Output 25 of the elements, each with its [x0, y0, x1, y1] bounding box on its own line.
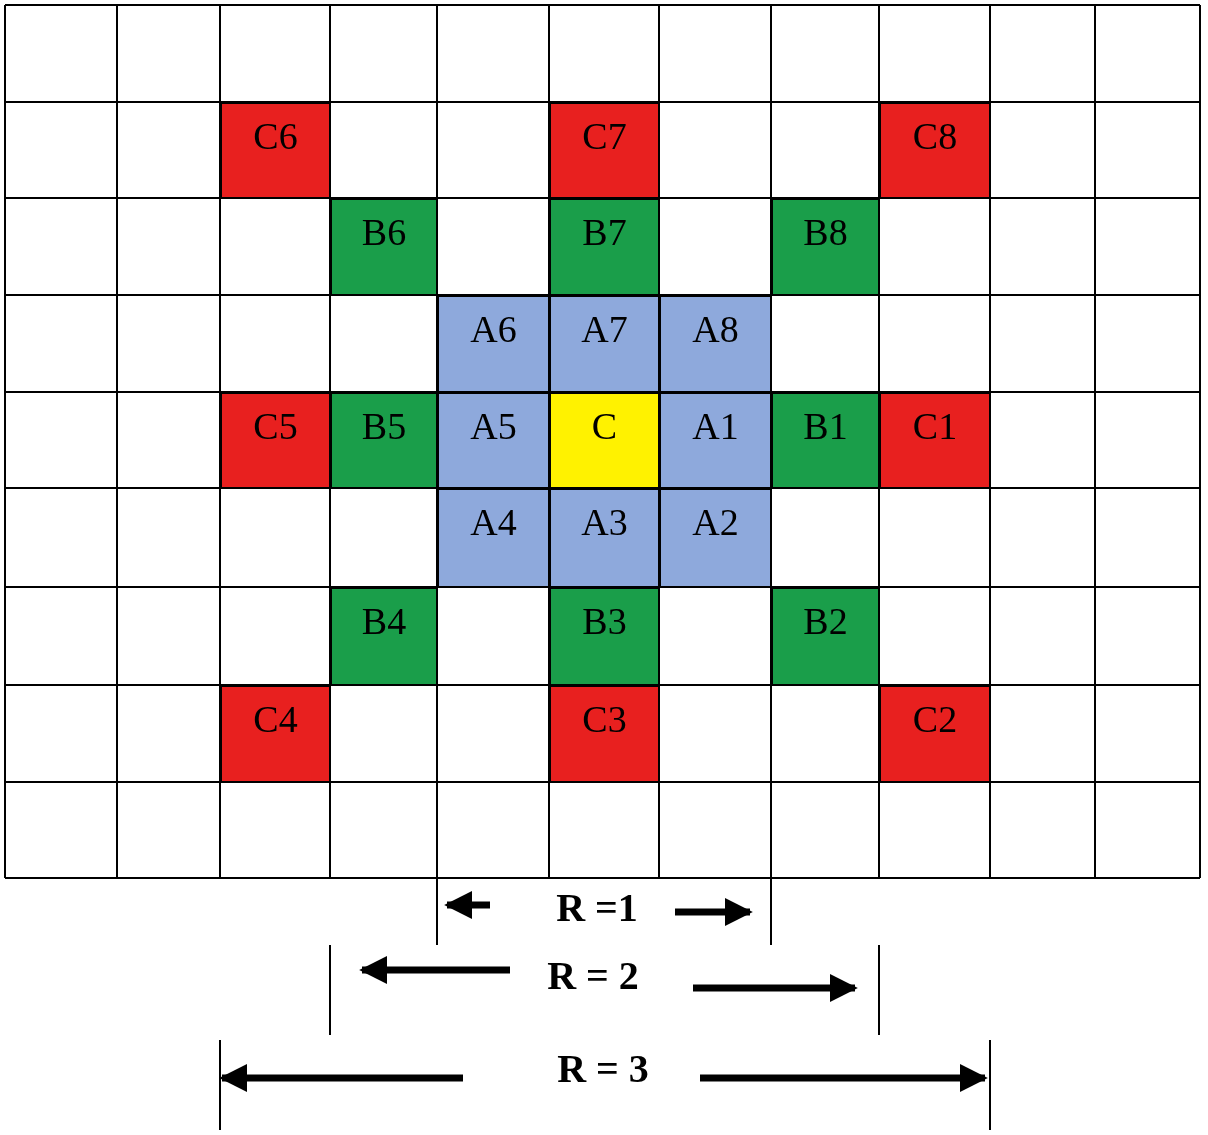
highlighted-cell: C: [549, 392, 660, 489]
highlighted-cell: A4: [437, 488, 550, 588]
highlighted-cell: C7: [549, 102, 660, 199]
highlighted-cell: C6: [220, 102, 331, 199]
highlighted-cell: A2: [659, 488, 772, 588]
highlighted-cell: C4: [220, 685, 331, 783]
highlighted-cell: B1: [771, 392, 880, 489]
highlighted-cell: C2: [879, 685, 991, 783]
highlighted-cell: A3: [549, 488, 660, 588]
highlighted-cell: C8: [879, 102, 991, 199]
highlighted-cell: A6: [437, 295, 550, 393]
highlighted-cell: B6: [330, 198, 438, 296]
highlighted-cell: C1: [879, 392, 991, 489]
highlighted-cell: B5: [330, 392, 438, 489]
highlighted-cell: A7: [549, 295, 660, 393]
highlighted-cell: B3: [549, 587, 660, 686]
highlighted-cell: B2: [771, 587, 880, 686]
highlighted-cell: C3: [549, 685, 660, 783]
highlighted-cell: B7: [549, 198, 660, 296]
highlighted-cell: A5: [437, 392, 550, 489]
highlighted-cell: A8: [659, 295, 772, 393]
highlighted-cell: C5: [220, 392, 331, 489]
highlighted-cell: B8: [771, 198, 880, 296]
highlighted-cell: B4: [330, 587, 438, 686]
highlighted-cell: A1: [659, 392, 772, 489]
